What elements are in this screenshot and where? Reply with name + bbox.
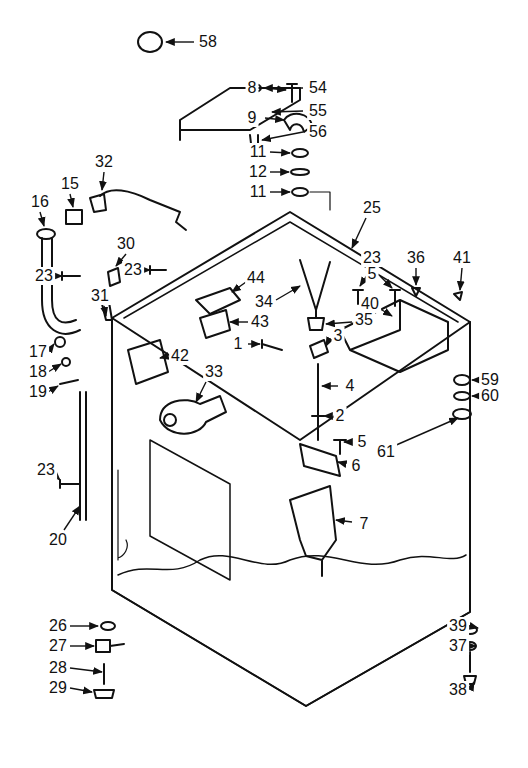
callout-number: 42 bbox=[169, 347, 191, 365]
front-panel-opening bbox=[150, 440, 230, 580]
callout-number: 39 bbox=[447, 617, 469, 635]
callout-number: 2 bbox=[334, 407, 347, 425]
callout-number: 3 bbox=[332, 327, 345, 345]
power-cord bbox=[100, 190, 186, 230]
callout-number: 31 bbox=[89, 287, 111, 305]
callout-number: 15 bbox=[59, 175, 81, 193]
callout-number: 5 bbox=[356, 433, 369, 451]
inlet-hose bbox=[42, 238, 80, 334]
callout-number: 6 bbox=[350, 457, 363, 475]
strain-relief bbox=[66, 210, 82, 224]
cabinet-top-front-edge bbox=[112, 318, 470, 440]
callout-number: 20 bbox=[47, 531, 69, 549]
callout-number: 23 bbox=[122, 261, 144, 279]
callout-number: 26 bbox=[47, 617, 69, 635]
callout-number: 56 bbox=[307, 123, 329, 141]
callout-number: 28 bbox=[47, 659, 69, 677]
cabinet-outline bbox=[112, 212, 470, 706]
callout-number: 5 bbox=[366, 265, 379, 283]
callout-number: 7 bbox=[358, 515, 371, 533]
callout-number: 34 bbox=[253, 293, 275, 311]
callout-number: 41 bbox=[451, 249, 473, 267]
cutaway-edge bbox=[118, 555, 466, 575]
callout-number: 30 bbox=[115, 235, 137, 253]
callout-number: 12 bbox=[247, 163, 269, 181]
callout-number: 23 bbox=[33, 267, 55, 285]
callout-number: 18 bbox=[27, 363, 49, 381]
hinge-bracket bbox=[180, 88, 300, 140]
screw bbox=[60, 266, 400, 488]
callout-number: 43 bbox=[249, 313, 271, 331]
bracket bbox=[300, 444, 340, 476]
callout-number: 33 bbox=[203, 363, 225, 381]
side-strip bbox=[80, 392, 86, 520]
dispenser-cup bbox=[290, 486, 336, 576]
water-valve bbox=[128, 340, 168, 384]
control-console bbox=[340, 300, 448, 372]
callout-number: 54 bbox=[307, 79, 329, 97]
callout-number: 61 bbox=[375, 443, 397, 461]
callout-number: 19 bbox=[27, 383, 49, 401]
callout-number: 17 bbox=[27, 343, 49, 361]
lid-switch bbox=[196, 288, 240, 314]
wire-harness bbox=[300, 260, 330, 318]
callout-number: 27 bbox=[47, 637, 69, 655]
callout-number: 37 bbox=[447, 637, 469, 655]
leader-lines bbox=[40, 42, 478, 692]
callout-number: 1 bbox=[232, 335, 245, 353]
callout-number: 25 bbox=[361, 199, 383, 217]
callout-number: 55 bbox=[307, 102, 329, 120]
callout-number: 36 bbox=[405, 249, 427, 267]
callout-number: 58 bbox=[197, 33, 219, 51]
callout-number: 38 bbox=[447, 681, 469, 699]
switch bbox=[108, 268, 120, 286]
plug-button bbox=[138, 32, 162, 52]
callout-number: 16 bbox=[29, 193, 51, 211]
callout-number: 23 bbox=[35, 461, 57, 479]
callout-number: 11 bbox=[248, 143, 269, 161]
callout-number: 35 bbox=[353, 311, 375, 329]
callout-number: 11 bbox=[248, 183, 269, 201]
callout-number: 44 bbox=[245, 269, 267, 287]
callout-number: 60 bbox=[479, 387, 501, 405]
callout-number: 32 bbox=[93, 153, 115, 171]
callout-number: 8 bbox=[246, 79, 259, 97]
callout-number: 9 bbox=[246, 109, 259, 127]
screw bbox=[287, 84, 297, 102]
callout-number: 29 bbox=[47, 679, 69, 697]
leveling-leg bbox=[94, 640, 124, 698]
callout-number: 4 bbox=[344, 377, 357, 395]
